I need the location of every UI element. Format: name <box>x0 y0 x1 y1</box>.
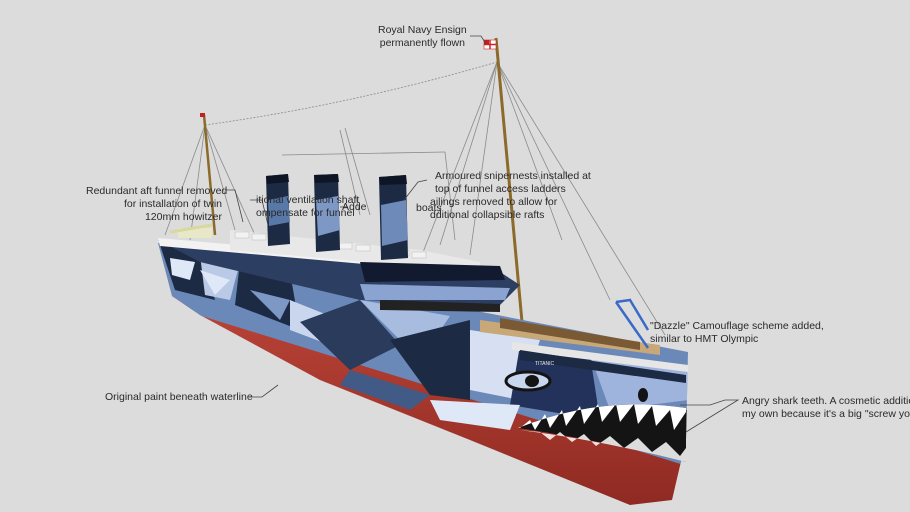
aft-mast <box>202 114 217 236</box>
annotation-railings: ailings removed to allow for dditional c… <box>430 196 558 221</box>
howitzer-turret <box>169 223 213 238</box>
fore-mast <box>494 37 524 323</box>
rigging-lines <box>164 61 666 336</box>
annotation-shark-teeth: Angry shark teeth. A cosmetic addition m… <box>742 395 910 420</box>
annotation-dazzle: "Dazzle" Camouflage scheme added, simila… <box>650 320 824 345</box>
annotation-ventilation-shaft: itional ventilation shaft ompensate for … <box>256 194 360 219</box>
forward-crane <box>614 298 650 349</box>
superstructure <box>158 230 688 383</box>
annotation-added: Adde <box>342 201 367 213</box>
annotation-waterline: Original paint beneath waterline <box>105 391 253 403</box>
annotation-boats: boats <box>416 202 442 214</box>
aft-flag <box>200 113 205 117</box>
ship-name-plate: TITANIC <box>535 361 554 367</box>
annotation-snipernests: Armoured snipernests installed at top of… <box>435 170 591 195</box>
shark-teeth-mouth <box>504 370 686 462</box>
royal-navy-ensign-flag <box>483 39 497 50</box>
annotation-leader-lines <box>226 35 740 433</box>
funnels <box>266 174 408 260</box>
annotation-ensign: Royal Navy Ensign permanently flown <box>378 24 467 49</box>
annotation-funnel-removed: Redundant aft funnel removed for install… <box>86 185 228 223</box>
